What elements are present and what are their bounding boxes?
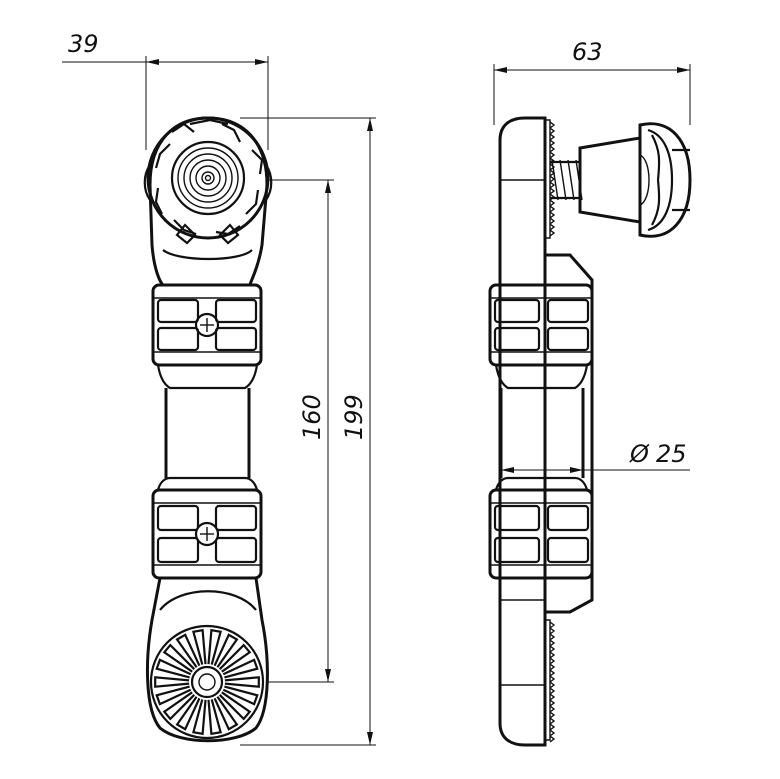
front-view	[143, 116, 273, 743]
depth-label: 63	[572, 38, 603, 66]
dimension-diameter: Ø 25	[501, 440, 690, 473]
diameter-symbol: Ø	[629, 440, 650, 468]
dimension-length: 199	[240, 117, 376, 746]
star-spoke	[207, 628, 222, 665]
star-spoke	[222, 658, 259, 679]
side-knob-head	[638, 122, 692, 238]
side-lower-clamp	[488, 476, 594, 580]
star-spoke	[154, 676, 190, 688]
side-view	[488, 116, 692, 747]
star-spoke	[175, 633, 201, 668]
diameter-label: 25	[656, 440, 687, 468]
dimension-width: 39	[62, 30, 269, 150]
side-base-plate	[498, 116, 547, 747]
star-spoke	[192, 699, 207, 736]
star-spoke	[192, 628, 207, 665]
star-spoke	[162, 691, 196, 721]
star-spoke	[218, 691, 252, 721]
front-top-knob	[143, 116, 273, 245]
star-spoke	[218, 643, 252, 673]
front-bottom-head	[146, 577, 269, 743]
length-label: 199	[340, 394, 368, 440]
star-spoke	[175, 696, 201, 731]
width-label: 39	[68, 30, 99, 58]
side-upper-clamp	[488, 283, 594, 390]
star-spoke	[213, 633, 239, 668]
front-lower-clamp	[151, 476, 263, 580]
star-spoke	[207, 699, 222, 736]
front-upper-clamp	[151, 283, 263, 390]
pitch-label: 160	[298, 394, 326, 440]
dimension-depth: 63	[493, 38, 691, 125]
star-spoke	[213, 696, 239, 731]
side-arm-body	[545, 253, 594, 614]
star-spoke	[224, 676, 260, 688]
star-spoke	[162, 643, 196, 673]
star-spoke	[155, 685, 192, 706]
front-top-neck	[162, 249, 253, 261]
dimension-pitch: 160	[266, 179, 334, 683]
star-spoke	[222, 685, 259, 706]
star-spoke	[155, 658, 192, 679]
side-knob-stud	[550, 122, 692, 238]
front-star-knob	[149, 624, 265, 740]
front-tube	[164, 388, 251, 478]
